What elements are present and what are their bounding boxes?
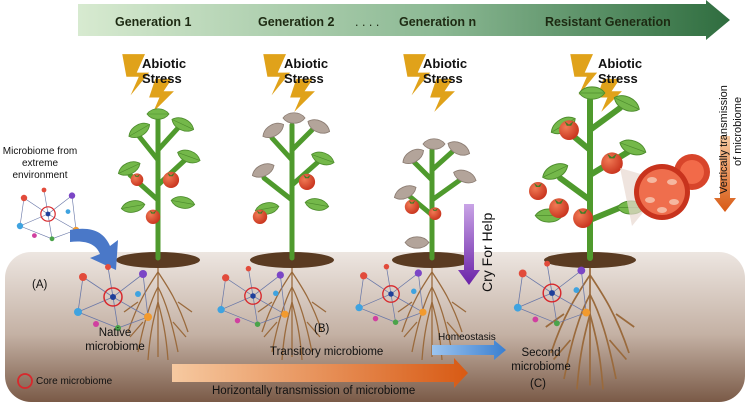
core-microbiome-legend-label: Core microbiome [36,376,113,387]
generation-2-label: Generation 2 [258,15,335,29]
cry-for-help-label: Cry For Help [479,212,495,292]
plant-generation-1 [115,108,203,361]
abiotic-stress-label-3: Abiotic Stress [423,56,467,86]
vertical-transmission-label-line2: of microbiome [732,97,744,166]
vertical-transmission-arrow [714,136,736,212]
stress-line-2: Stress [284,71,324,86]
stress-line-2: Stress [598,71,638,86]
generation-n-label: Generation n [399,15,477,29]
homeostasis-arrow [432,340,506,360]
abiotic-stress-label-4: Abiotic Stress [598,56,642,86]
stress-line-2: Stress [423,71,463,86]
vertical-transmission-label-line1: Vertically transmission [718,85,730,194]
cry-for-help-arrow [458,204,480,285]
transitory-microbiome-label: Transitory microbiome [270,346,384,358]
tomato-slice-icon [620,154,710,226]
native-microbiome-label: Native microbiome [85,327,145,353]
stress-line-1: Abiotic [284,56,329,71]
stress-line-1: Abiotic [598,56,643,71]
abiotic-stress-label-2: Abiotic Stress [284,56,328,86]
generation-timeline-arrow [78,0,730,40]
stress-line-2: Stress [142,71,182,86]
resistant-generation-label: Resistant Generation [545,15,671,29]
extreme-environment-label: Microbiome from extreme environment [2,146,78,181]
microbiome-transfer-arrow [70,228,118,270]
plant-resistant-generation [529,86,710,391]
homeostasis-label: Homeostasis [438,332,496,343]
panel-a-label: (A) [32,279,48,291]
extreme-microbiome-cluster [16,187,80,242]
generation-ellipsis: . . . . [355,15,380,29]
generation-1-label: Generation 1 [115,15,192,29]
second-microbiome-label: Second microbiome [511,347,571,373]
panel-b-label: (B) [314,323,330,335]
core-microbiome-legend-icon [17,373,33,389]
plant-generation-n [391,137,480,361]
stress-line-1: Abiotic [142,56,187,71]
stress-line-1: Abiotic [423,56,468,71]
horizontal-transmission-label: Horizontally transmission of microbiome [212,385,416,397]
plant-generation-2 [249,112,337,361]
abiotic-stress-label-1: Abiotic Stress [142,56,186,86]
horizontal-transmission-arrow [172,358,468,388]
panel-c-label: (C) [530,378,546,390]
